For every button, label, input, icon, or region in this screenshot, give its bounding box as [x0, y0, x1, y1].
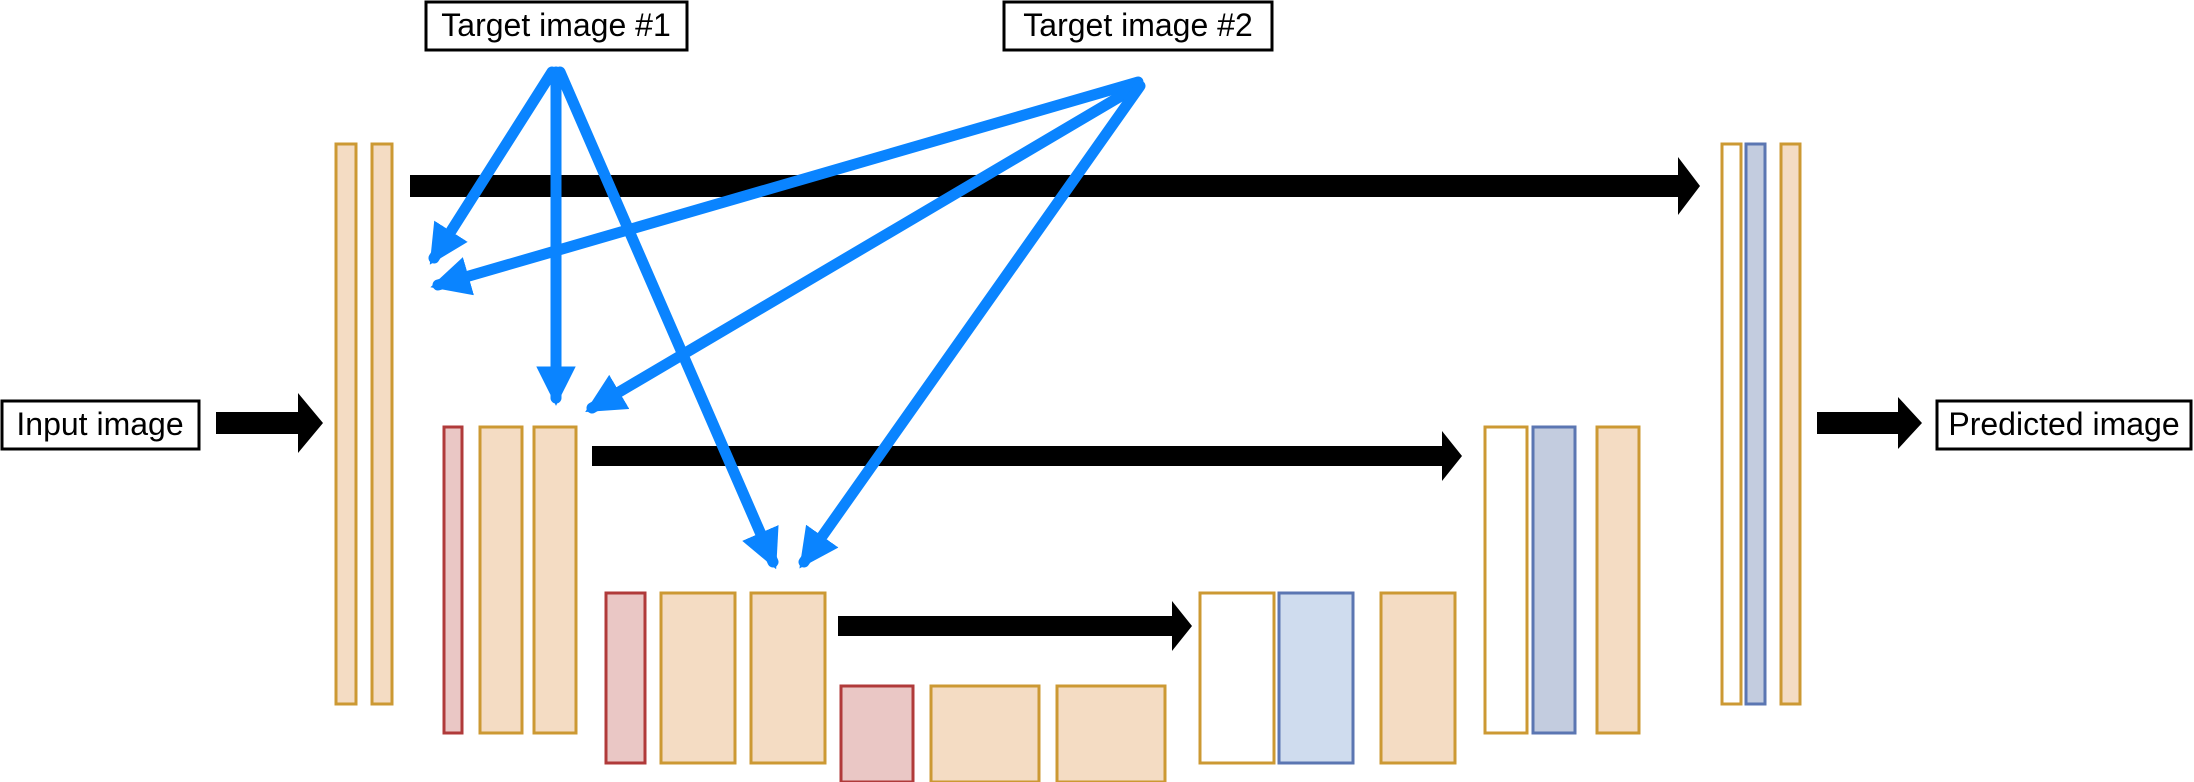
t1-to-enc1-arrow: [428, 66, 558, 265]
input-arrow: [216, 393, 323, 453]
target-image-1-text: Target image #1: [441, 7, 670, 43]
dec2-skip-block: [1483, 425, 1529, 735]
t2-to-enc1-arrow: [430, 76, 1144, 296]
blue-arrows: [428, 66, 1146, 570]
bottleneck-block-b: [1055, 684, 1167, 782]
t1-to-enc3-arrow: [554, 66, 779, 570]
dec3-skip-block: [1198, 591, 1276, 765]
target-image-1-label: Target image #1: [424, 0, 689, 52]
enc2-block-a: [478, 425, 524, 735]
dec1-conv-block: [1779, 142, 1802, 706]
enc3-block-b: [749, 591, 827, 765]
enc3-block-a: [659, 591, 737, 765]
bottleneck-block-a: [929, 684, 1041, 782]
dec3-conv-block: [1379, 591, 1457, 765]
dec1-upsample-block: [1744, 142, 1767, 706]
dec2-conv-block: [1595, 425, 1641, 735]
enc1-block-a: [334, 142, 358, 706]
black-arrows: [216, 157, 1922, 651]
t2-to-enc2-arrow: [585, 80, 1144, 414]
t2-to-enc3-arrow: [798, 80, 1146, 569]
skip-arrow-level3: [838, 601, 1192, 651]
enc2-pool-block: [442, 425, 464, 735]
predicted-image-text: Predicted image: [1948, 406, 2179, 442]
skip-arrow-level2: [592, 431, 1462, 481]
enc1-block-b: [370, 142, 394, 706]
dec2-upsample-block: [1531, 425, 1577, 735]
dec3-upsample-block: [1277, 591, 1355, 765]
input-image-text: Input image: [16, 406, 183, 442]
input-image-label: Input image: [0, 399, 201, 451]
bottleneck-pool-block: [839, 684, 915, 782]
dec1-skip-block: [1720, 142, 1743, 706]
target-image-2-text: Target image #2: [1023, 7, 1252, 43]
enc3-pool-block: [604, 591, 647, 765]
output-arrow: [1817, 397, 1922, 449]
target-image-2-label: Target image #2: [1002, 0, 1274, 52]
skip-arrow-level1: [410, 157, 1700, 215]
predicted-image-label: Predicted image: [1935, 399, 2193, 451]
enc2-block-b: [532, 425, 578, 735]
